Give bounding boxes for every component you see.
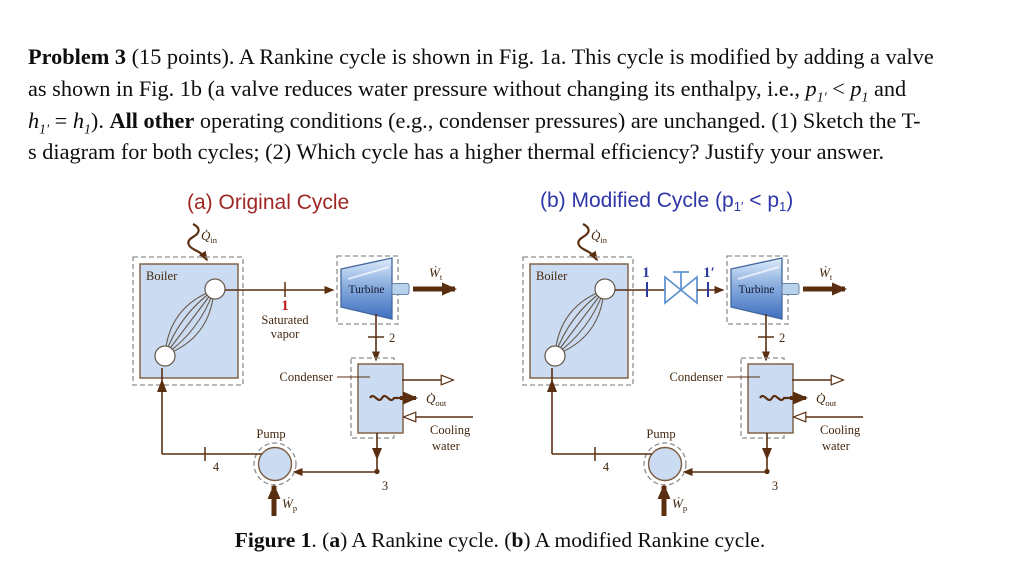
qout-squiggle — [759, 394, 790, 402]
state-3-label: 3 — [382, 479, 388, 493]
turbine-highlight — [347, 266, 390, 280]
turbine-boundary-dashed — [336, 255, 399, 325]
turbine-shaft — [391, 283, 410, 295]
cooling-water-label-1: Cooling — [820, 423, 861, 437]
boiler-boundary-dashed — [132, 256, 244, 386]
problem-line-4: s diagram for both cycles; (2) Which cyc… — [28, 139, 885, 165]
boiler-label: Boiler — [536, 269, 568, 283]
state-2-label: 2 — [389, 331, 395, 345]
qin-label: Q̇in — [201, 228, 218, 245]
qin-squiggle-arrow — [187, 223, 208, 262]
state-1prime-label: 1′ — [703, 265, 715, 281]
cooling-water-label-1: Cooling — [430, 423, 471, 437]
figure-a-title: (a) Original Cycle — [187, 191, 350, 214]
qout-label: Q̇out — [816, 391, 837, 408]
turbine-highlight — [737, 266, 780, 280]
condenser-outlet-arrowhead — [762, 448, 772, 460]
problem-line-2: as shown in Fig. 1b (a valve reduces wat… — [28, 75, 907, 105]
turbine-label: Turbine — [349, 284, 385, 296]
condenser-label: Condenser — [670, 370, 724, 384]
saturated-vapor-label-2: vapor — [271, 327, 300, 341]
qout-label: Q̇out — [426, 391, 447, 408]
problem-line-1: Problem 3 (15 points). A Rankine cycle i… — [28, 44, 934, 69]
math-h1prime: h1′ — [28, 107, 50, 137]
boiler-boundary-dashed — [522, 256, 634, 386]
cooling-water-label-2: water — [432, 439, 461, 453]
diagram-b-modified-rankine-cycle: Q̇in Boiler 1 1′ Turbine Ẇt — [522, 223, 863, 516]
pump-body — [257, 446, 293, 482]
boiler-label: Boiler — [146, 269, 178, 283]
state-2-label: 2 — [779, 331, 785, 345]
problem-number: Problem 3 — [28, 44, 127, 69]
boiler-header-top — [594, 278, 616, 300]
feedwater-arrowhead — [157, 379, 167, 392]
problem-line-3: h1′ = h1). All other operating condition… — [28, 107, 921, 137]
state-3-label: 3 — [772, 479, 778, 493]
condenser-label: Condenser — [280, 370, 334, 384]
qout-squiggle — [369, 394, 400, 402]
state-4-label: 4 — [213, 460, 220, 474]
wt-label: Ẇt — [819, 265, 833, 282]
pump-label: Pump — [256, 427, 285, 441]
throttling-valve — [664, 275, 698, 305]
turbine-body — [730, 257, 783, 320]
diagram-a-rankine-cycle: Q̇in Boiler 1 Saturated vapor Turbine Ẇt — [132, 223, 473, 516]
math-p1prime: p1′ — [805, 75, 827, 105]
math-h1: h1 — [72, 107, 91, 137]
qin-label: Q̇in — [591, 228, 608, 245]
state-1-label: 1 — [642, 265, 650, 281]
pump-label: Pump — [646, 427, 675, 441]
state-1-label: 1 — [281, 298, 289, 314]
pump-body — [647, 446, 683, 482]
turbine-label: Turbine — [739, 284, 775, 296]
boiler-header-bottom — [544, 345, 566, 367]
wt-label: Ẇt — [429, 265, 443, 282]
wp-label: Ẇp — [282, 496, 297, 513]
qin-squiggle-arrow — [577, 223, 598, 262]
state-4-label: 4 — [603, 460, 610, 474]
turbine-shaft — [781, 283, 800, 295]
figure-caption: Figure 1. (a) A Rankine cycle. (b) A mod… — [234, 528, 766, 552]
turbine-boundary-dashed — [726, 255, 789, 325]
turbine-body — [340, 257, 393, 320]
math-p1: p1 — [850, 75, 869, 105]
boiler-header-bottom — [154, 345, 176, 367]
saturated-vapor-label-1: Saturated — [261, 313, 309, 327]
wp-label: Ẇp — [672, 496, 687, 513]
feedwater-arrowhead — [547, 379, 557, 392]
cooling-water-label-2: water — [822, 439, 851, 453]
figure-b-title: (b) Modified Cycle (p1′ < p1) — [540, 189, 794, 214]
problem-statement: Problem 3 (15 points). A Rankine cycle i… — [28, 41, 1008, 168]
boiler-header-top — [204, 278, 226, 300]
condenser-outlet-arrowhead — [372, 448, 382, 460]
